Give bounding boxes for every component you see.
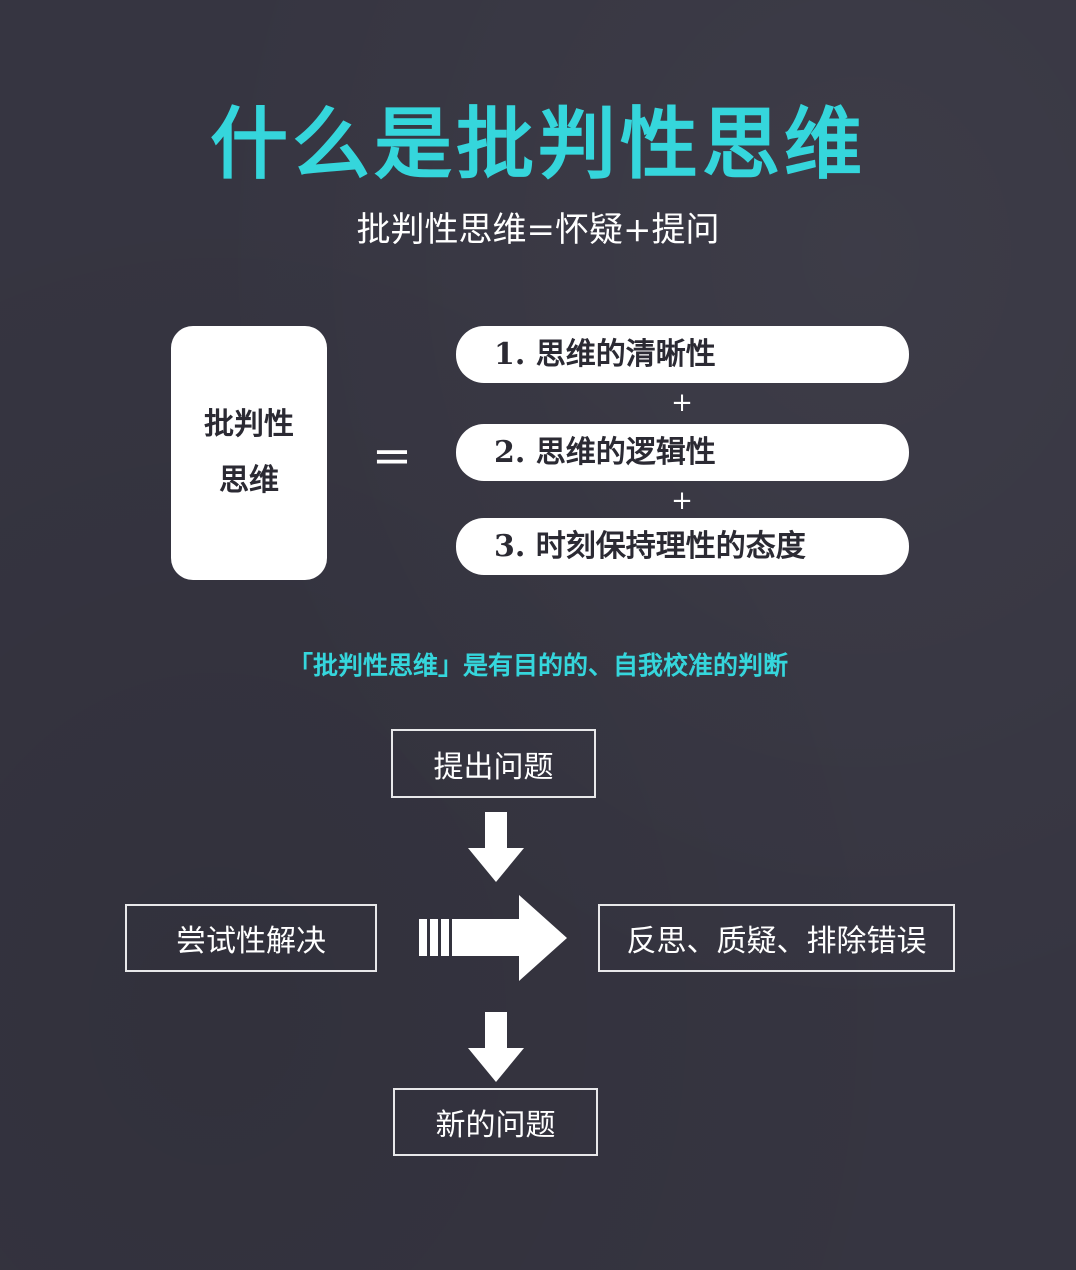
tagline: 「批判性思维」是有目的的、自我校准的判断 bbox=[287, 651, 788, 680]
page-title: 什么是批判性思维 bbox=[209, 99, 866, 190]
flow-box-new-question: 新的问题 bbox=[393, 1088, 598, 1156]
flow-box-reflect-question-eliminate: 反思、质疑、排除错误 bbox=[598, 904, 955, 972]
arrow-right-striped-icon bbox=[419, 895, 567, 981]
arrow-down-icon bbox=[468, 812, 524, 882]
arrow-down-icon bbox=[468, 1012, 524, 1082]
concept-card-line-2: 思维 bbox=[219, 463, 279, 498]
component-pill-clarity: 1. 思维的清晰性 bbox=[456, 326, 909, 383]
flow-box-label: 反思、质疑、排除错误 bbox=[626, 924, 927, 959]
component-pill-rational-attitude: 3. 时刻保持理性的态度 bbox=[456, 518, 909, 575]
plus-sign: + bbox=[671, 486, 693, 516]
flow-box-ask-question: 提出问题 bbox=[391, 729, 596, 798]
flow-box-label: 提出问题 bbox=[433, 749, 554, 785]
flow-box-label: 尝试性解决 bbox=[176, 924, 326, 959]
equals-sign: = bbox=[371, 428, 413, 484]
flow-box-label: 新的问题 bbox=[435, 1108, 556, 1143]
plus-sign: + bbox=[671, 388, 693, 418]
concept-card: 批判性 思维 bbox=[171, 326, 327, 580]
concept-card-line-1: 批判性 bbox=[204, 407, 294, 442]
flow-box-tentative-solution: 尝试性解决 bbox=[125, 904, 377, 972]
page-subtitle: 批判性思维=怀疑+提问 bbox=[356, 210, 720, 250]
component-pill-logic: 2. 思维的逻辑性 bbox=[456, 424, 909, 481]
